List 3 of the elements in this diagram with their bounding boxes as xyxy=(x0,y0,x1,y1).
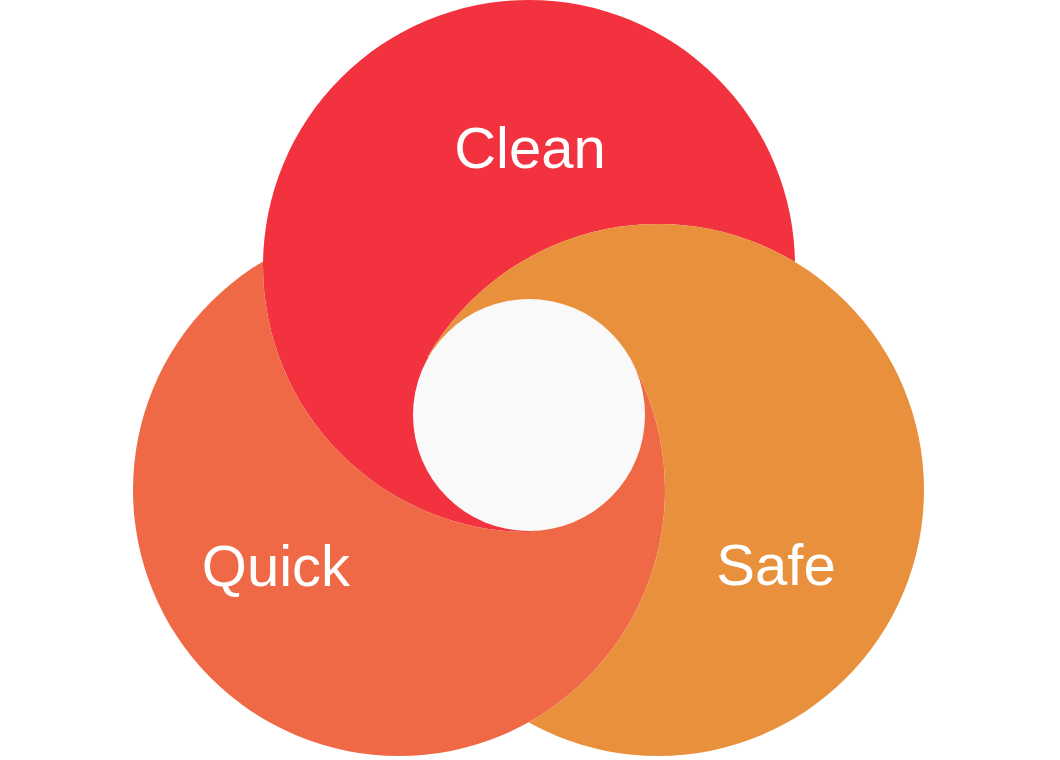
circle-label: Clean xyxy=(454,116,606,180)
circle-label: Safe xyxy=(716,533,836,597)
circle-label: Quick xyxy=(201,534,351,598)
